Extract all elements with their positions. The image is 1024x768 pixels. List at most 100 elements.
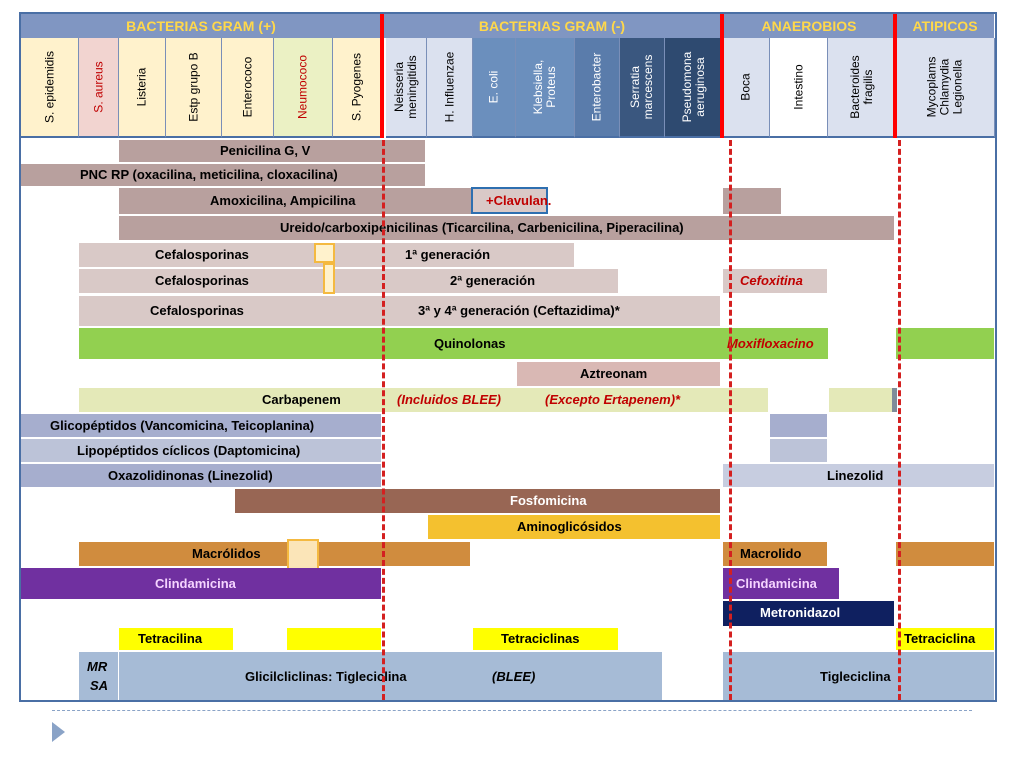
bar-macrolido: [723, 542, 828, 566]
label-linezolid: Linezolid: [827, 468, 884, 483]
bar-lipopeptidos-intestino: [770, 439, 828, 462]
bar-tetraciclinas: [473, 628, 619, 650]
label-pnc-rp: PNC RP (oxacilina, meticilina, cloxacili…: [80, 167, 338, 182]
column-header: Klebsiella, Proteus: [516, 38, 575, 138]
label-blee: (BLEE): [492, 669, 536, 684]
bar-tetraciclina-atipicos: [896, 628, 995, 650]
label-glicopeptidos: Glicopéptidos (Vancomicina, Teicoplanina…: [50, 418, 315, 433]
bar-cefalo-2gen: [79, 269, 619, 293]
bar-oxazolidinonas: [21, 464, 382, 487]
label-aztreonam: Aztreonam: [580, 366, 648, 381]
column-header: Serratia marcescens: [620, 38, 665, 138]
column-header: Mycoplams Chlamydia Legionella: [896, 38, 995, 138]
label-tigleciclina: Tigleciclina: [820, 669, 891, 684]
footer-divider: [52, 710, 972, 711]
column-label: Pseudomona aeruginosa: [679, 51, 707, 123]
column-header: Listeria: [119, 38, 166, 138]
bar-aztreonam: [517, 362, 721, 386]
group-header-gram-positive: BACTERIAS GRAM (+): [21, 14, 382, 38]
gram-separator-line: [380, 14, 384, 138]
column-label: Listeria: [134, 67, 149, 107]
column-header: E. coli: [473, 38, 516, 138]
group-header-gram-negative: BACTERIAS GRAM (-): [382, 14, 723, 38]
label-clavulan: +Clavulan.: [486, 193, 552, 208]
label-aminoglicosidos: Aminoglicósidos: [517, 519, 622, 534]
label-macrolidos: Macrólidos: [192, 546, 261, 561]
label-oxazolidinonas: Oxazolidinonas (Linezolid): [108, 468, 273, 483]
column-label: S. aureus: [91, 61, 105, 113]
bar-tetraciclina-neumococo: [287, 628, 382, 650]
gram-dashed-line: [382, 140, 385, 700]
bar-cefalo-3gen: [79, 296, 721, 326]
bar-carbapenem-bacteroides: [829, 388, 897, 412]
column-label: Enterococo: [240, 56, 254, 118]
bar-penicilina: [119, 140, 426, 162]
column-header: Neumococo: [274, 38, 333, 138]
bar-fosfomicina: [235, 489, 721, 513]
label-tetracilina: Tetracilina: [138, 631, 203, 646]
column-label: Intestino: [791, 64, 805, 110]
bar-tetracilina: [119, 628, 234, 650]
label-amoxicilina: Amoxicilina, Ampicilina: [210, 193, 356, 208]
column-header: Estp grupo B: [166, 38, 222, 138]
atypical-separator-line: [893, 14, 897, 138]
column-header: Boca: [723, 38, 770, 138]
bar-lipopeptidos: [21, 439, 382, 462]
column-header: S. Pyogenes: [333, 38, 382, 138]
column-header: Enterobacter: [575, 38, 620, 138]
label-ureido: Ureido/carboxipenicilinas (Ticarcilina, …: [280, 220, 684, 235]
label-mrsa-line2: SA: [90, 678, 109, 693]
bar-glicopeptidos-intestino: [770, 414, 828, 437]
label-carbapenem: Carbapenem: [262, 392, 341, 407]
label-lipopeptidos: Lipopéptidos cíclicos (Daptomicina): [77, 443, 301, 458]
clavulan-box: [471, 187, 548, 214]
column-header: Intestino: [770, 38, 828, 138]
label-quinolonas: Quinolonas: [434, 336, 506, 351]
column-header: Bacteroides fragilis: [828, 38, 896, 138]
label-tetraciclina: Tetraciclina: [904, 631, 976, 646]
bar-ureido: [119, 216, 895, 240]
column-label: H. Influenzae: [442, 51, 456, 123]
label-excepto-ertapenem: (Excepto Ertapenem)*: [545, 392, 681, 407]
group-header-anaerobios: ANAEROBIOS: [723, 14, 896, 38]
bar-carbapenem-edge: [892, 388, 898, 412]
bar-quinolonas: [79, 328, 829, 359]
label-macrolido: Macrolido: [740, 546, 802, 561]
bar-quinolonas-atipicos: [896, 328, 995, 359]
column-header: Enterococo: [222, 38, 274, 138]
column-header: H. Influenzae: [427, 38, 473, 138]
label-cefalo-3gen: Cefalosporinas: [150, 303, 244, 318]
column-label: Mycoplams Chlamydia Legionella: [924, 56, 965, 118]
column-header: S. epidemidis: [21, 38, 79, 138]
mrsa-cell: [79, 652, 119, 700]
label-moxifloxacino: Moxifloxacino: [727, 336, 814, 351]
column-label: Klebsiella, Proteus: [531, 59, 558, 115]
anaerobe-separator-line: [720, 14, 724, 138]
label-clindamicina-anaerobios: Clindamicina: [736, 576, 817, 591]
marker-stem: [323, 263, 335, 294]
bar-linezolid: [723, 464, 995, 487]
column-label: S. Pyogenes: [349, 52, 364, 122]
bar-pnc-rp: [21, 164, 426, 186]
bar-amoxicilina: [119, 188, 473, 214]
label-metronidazol: Metronidazol: [760, 605, 841, 620]
label-incluidos-blee: (Incluidos BLEE): [397, 392, 501, 407]
play-arrow-icon: [52, 722, 65, 742]
column-label: Boca: [738, 73, 753, 101]
bar-amoxicilina-anaerobios: [723, 188, 782, 214]
label-penicilina: Penicilina G, V: [220, 143, 311, 158]
column-label: Serratia marcescens: [628, 54, 655, 120]
column-label: S. epidemidis: [42, 50, 56, 124]
bar-glicilciclinas: [119, 652, 663, 700]
column-header: Neisseria meningitidis: [386, 38, 427, 138]
label-fosfomicina: Fosfomicina: [510, 493, 587, 508]
column-label: Neisseria meningitidis: [392, 55, 419, 119]
atypical-dashed-line: [898, 140, 901, 700]
label-gen2: 2ª generación: [450, 273, 536, 288]
column-label: Enterobacter: [589, 52, 604, 122]
bar-glicopeptidos: [21, 414, 382, 437]
column-label: Estp grupo B: [186, 52, 200, 122]
column-label: Neumococo: [295, 54, 310, 120]
bar-metronidazol: [723, 601, 895, 626]
